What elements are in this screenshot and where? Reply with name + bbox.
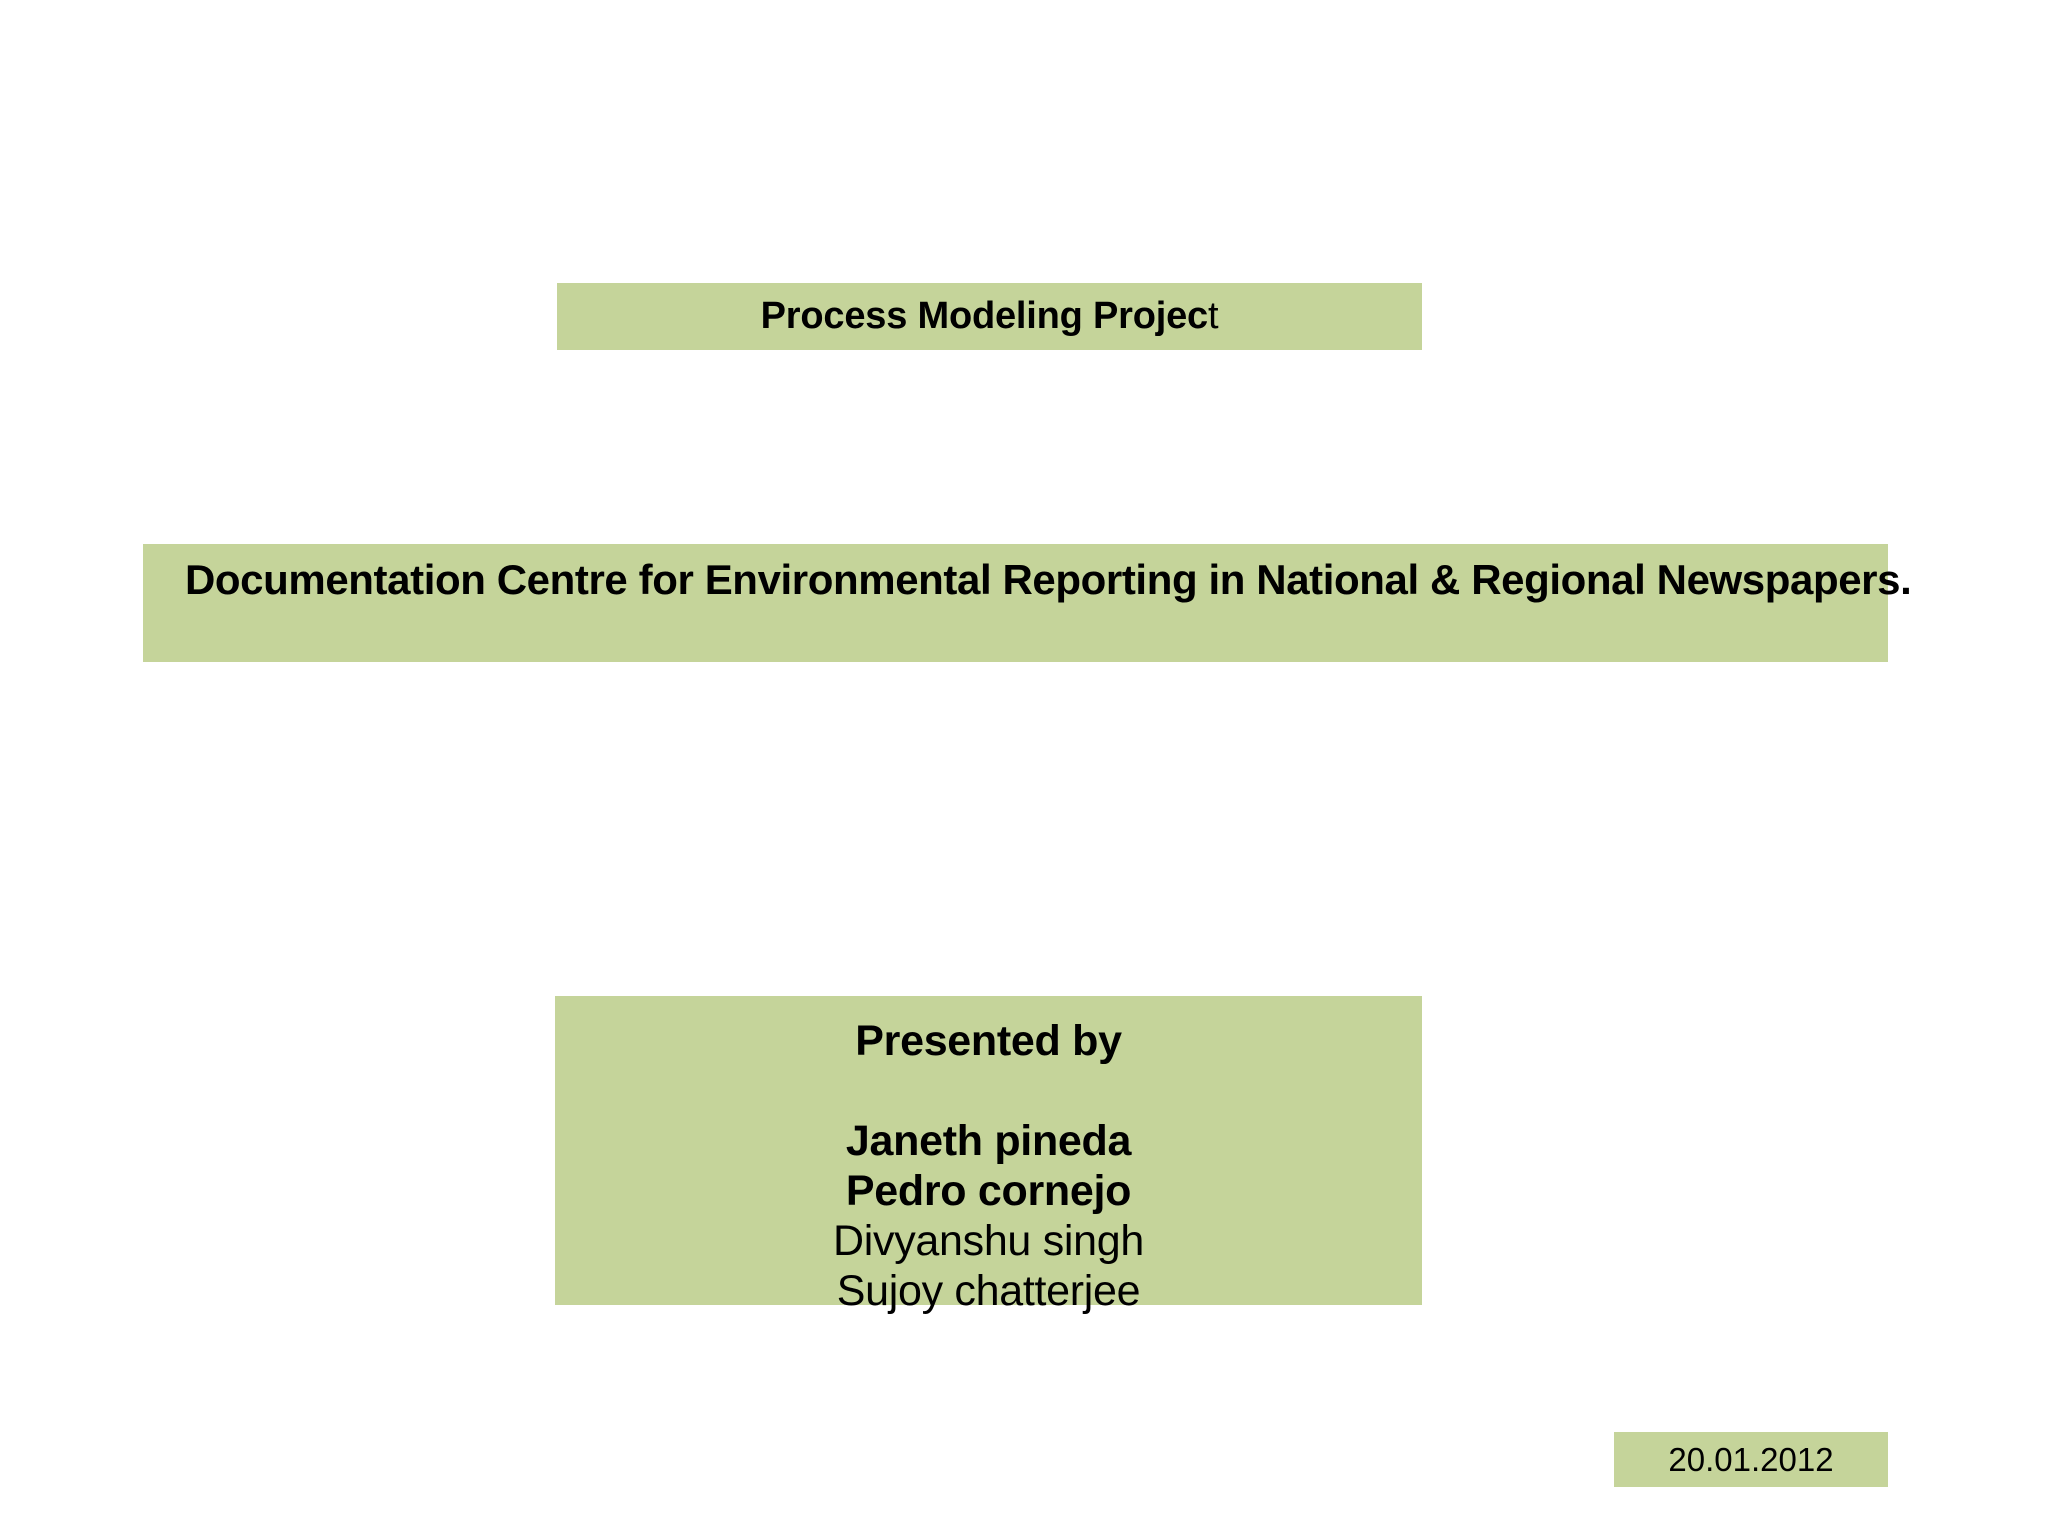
presenters-band: Presented by Janeth pineda Pedro cornejo… xyxy=(555,996,1422,1315)
presenter-name-4: Sujoy chatterjee xyxy=(836,1267,1141,1315)
title-band: Process Modeling Project xyxy=(557,283,1422,350)
presenter-name-3: Divyanshu singh xyxy=(832,1217,1144,1265)
page-title-tail: t xyxy=(1207,294,1219,337)
presented-by-label: Presented by xyxy=(855,1017,1122,1065)
subtitle-text: Documentation Centre for Environmental R… xyxy=(185,556,1912,603)
page-title-main: Process Modeling Projec xyxy=(760,294,1209,337)
date-band: 20.01.2012 xyxy=(1614,1432,1888,1487)
presenter-name-2: Pedro cornejo xyxy=(845,1167,1132,1215)
date-text: 20.01.2012 xyxy=(1668,1440,1834,1478)
subtitle-band: Documentation Centre for Environmental R… xyxy=(143,544,1912,662)
presenters-spacer xyxy=(555,1066,1422,1116)
presenter-name-1: Janeth pineda xyxy=(845,1117,1132,1165)
page-title: Process Modeling Project xyxy=(760,294,1219,337)
